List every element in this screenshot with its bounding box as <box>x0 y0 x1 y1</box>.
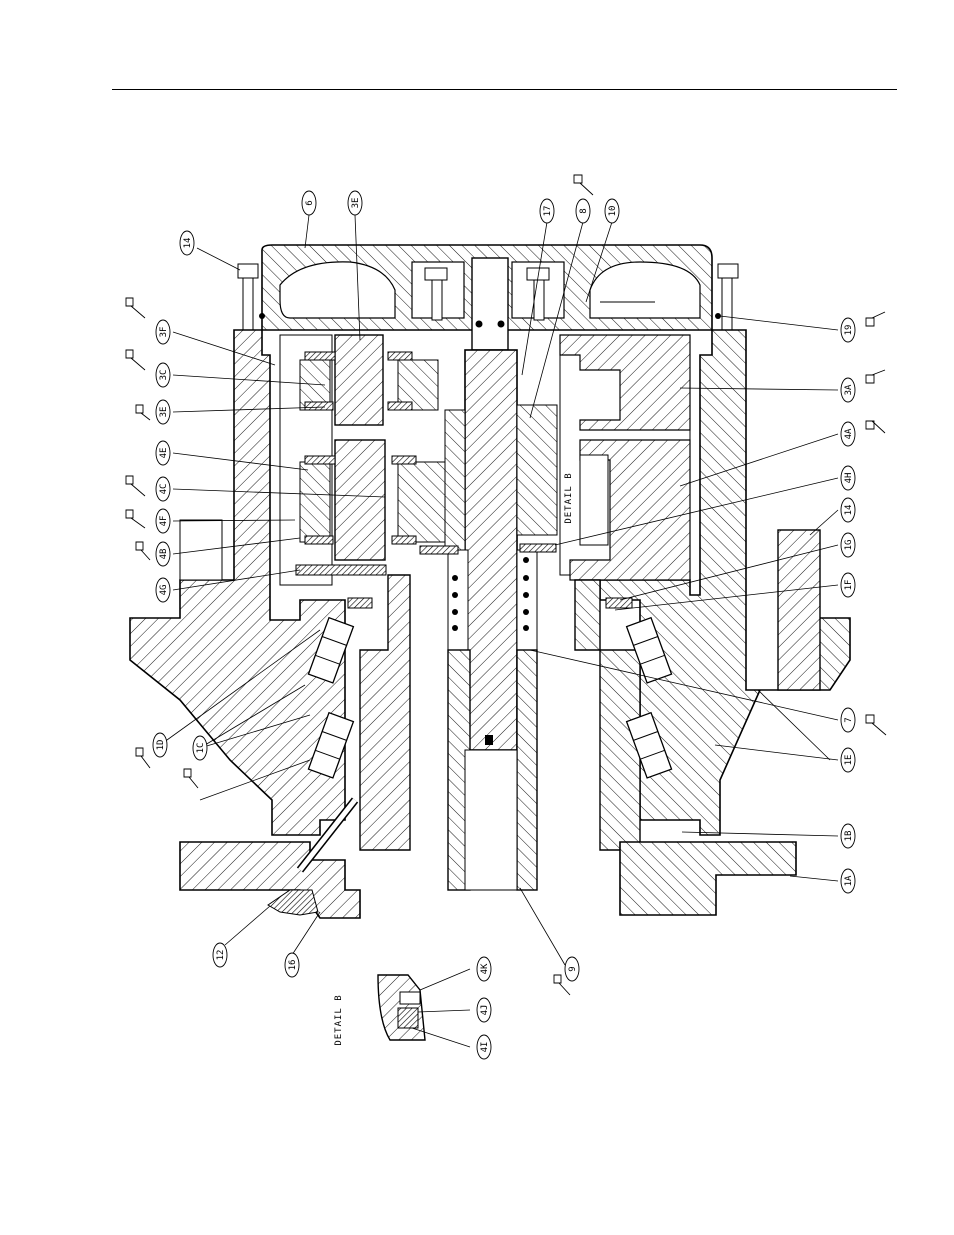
label-1E: 1E <box>844 755 854 766</box>
label-1A: 1A <box>844 875 854 886</box>
label-4F: 4F <box>159 516 169 527</box>
label-12: 12 <box>216 950 226 961</box>
detail-b-label-main: DETAIL B <box>564 472 574 523</box>
label-17: 17 <box>543 206 553 217</box>
label-4A: 4A <box>844 428 854 439</box>
label-14a: 14 <box>183 238 193 249</box>
label-3C: 3C <box>159 370 169 381</box>
label-1F: 1F <box>844 580 854 591</box>
label-9: 9 <box>568 966 578 971</box>
label-4H: 4H <box>844 473 854 484</box>
label-4K: 4K <box>480 963 490 974</box>
label-4B: 4B <box>159 549 169 560</box>
label-3F: 3F <box>159 327 169 338</box>
label-6: 6 <box>305 200 315 205</box>
top-cover <box>259 245 721 350</box>
label-1C: 1C <box>196 743 206 754</box>
label-3E: 3E <box>351 198 361 209</box>
label-3E2: 3E <box>159 407 169 418</box>
label-4G: 4G <box>159 585 169 596</box>
label-4E: 4E <box>159 448 169 459</box>
label-14b: 14 <box>844 505 854 516</box>
detail-b-label-inset: DETAIL B <box>334 994 344 1045</box>
label-10: 10 <box>608 206 618 217</box>
label-19: 19 <box>844 325 854 336</box>
central-shaft <box>445 350 557 890</box>
label-1G: 1G <box>844 540 854 551</box>
label-16: 16 <box>288 960 298 971</box>
label-8: 8 <box>579 208 589 213</box>
label-1D: 1D <box>156 740 166 751</box>
label-4I: 4I <box>480 1042 490 1053</box>
label-3A: 3A <box>844 384 854 395</box>
label-4C: 4C <box>159 484 169 495</box>
label-4J: 4J <box>480 1005 490 1016</box>
label-7: 7 <box>844 717 854 722</box>
label-1B: 1B <box>844 831 854 842</box>
